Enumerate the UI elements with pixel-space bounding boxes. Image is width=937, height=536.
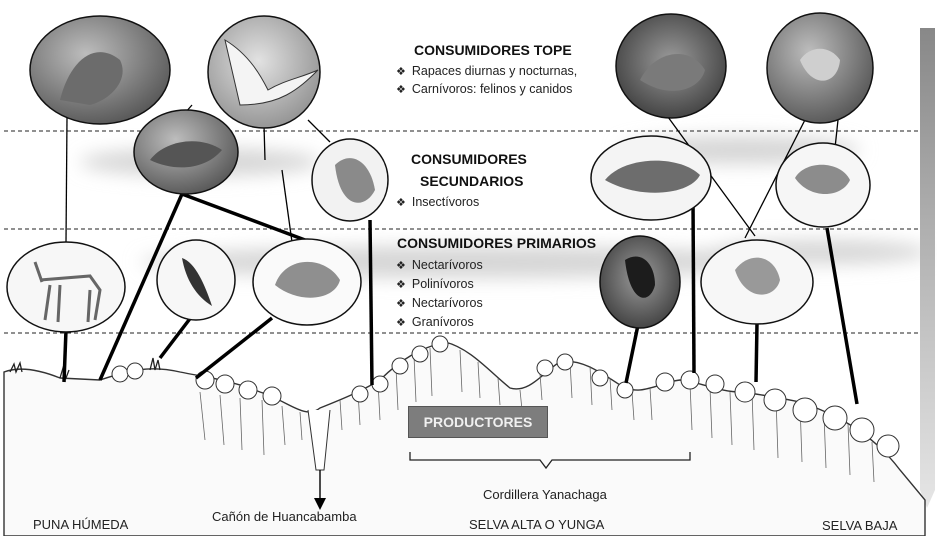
zone-puna-humeda: PUNA HÚMEDA bbox=[33, 517, 129, 532]
top-consumers-item: ❖ Carnívoros: felinos y canidos bbox=[396, 82, 572, 96]
animal-vignettes bbox=[6, 12, 874, 333]
bullet-icon: ❖ bbox=[396, 84, 406, 96]
item-label: Rapaces diurnas y nocturnas, bbox=[411, 64, 578, 78]
bullet-icon: ❖ bbox=[396, 197, 406, 209]
producers-text: PRODUCTORES bbox=[423, 414, 533, 430]
bullet-icon: ❖ bbox=[396, 317, 406, 329]
bullet-icon: ❖ bbox=[396, 298, 406, 310]
top-consumers-item: ❖ Rapaces diurnas y nocturnas, bbox=[396, 64, 577, 78]
item-label: Nectarívoros bbox=[411, 296, 483, 310]
primary-consumers-item: ❖ Nectarívoros bbox=[396, 258, 483, 272]
primary-consumers-item: ❖ Nectarívoros bbox=[396, 296, 483, 310]
item-label: Granívoros bbox=[411, 315, 474, 329]
deer-icon bbox=[6, 241, 126, 333]
top-consumers-title: CONSUMIDORES TOPE bbox=[414, 42, 572, 58]
item-label: Insectívoros bbox=[411, 195, 480, 209]
primary-consumers-item: ❖ Granívoros bbox=[396, 315, 474, 329]
bullet-icon: ❖ bbox=[396, 279, 406, 291]
secondary-consumers-item: ❖ Insectívoros bbox=[396, 195, 479, 209]
zone-selva-alta: SELVA ALTA O YUNGA bbox=[469, 517, 605, 532]
bullet-icon: ❖ bbox=[396, 66, 406, 78]
primary-consumers-title: CONSUMIDORES PRIMARIOS bbox=[397, 235, 597, 251]
secondary-consumers-title-2: SECUNDARIOS bbox=[420, 173, 524, 189]
gradient-bar bbox=[920, 28, 935, 508]
trophic-links bbox=[62, 104, 859, 405]
landscape bbox=[3, 335, 926, 536]
bullet-icon: ❖ bbox=[396, 260, 406, 272]
item-label: Carnívoros: felinos y canidos bbox=[411, 82, 573, 96]
hawk-icon bbox=[207, 15, 321, 129]
item-label: Nectarívoros bbox=[411, 258, 483, 272]
primary-consumers-item: ❖ Polinívoros bbox=[396, 277, 474, 291]
producers-label: PRODUCTORES bbox=[408, 406, 548, 438]
item-label: Polinívoros bbox=[411, 277, 474, 291]
zone-selva-baja: SELVA BAJA bbox=[822, 518, 898, 533]
secondary-consumers-title-1: CONSUMIDORES bbox=[411, 151, 527, 167]
zone-canon-huancabamba: Cañón de Huancabamba bbox=[212, 509, 357, 524]
label-cordillera-yanachaga: Cordillera Yanachaga bbox=[483, 487, 607, 502]
